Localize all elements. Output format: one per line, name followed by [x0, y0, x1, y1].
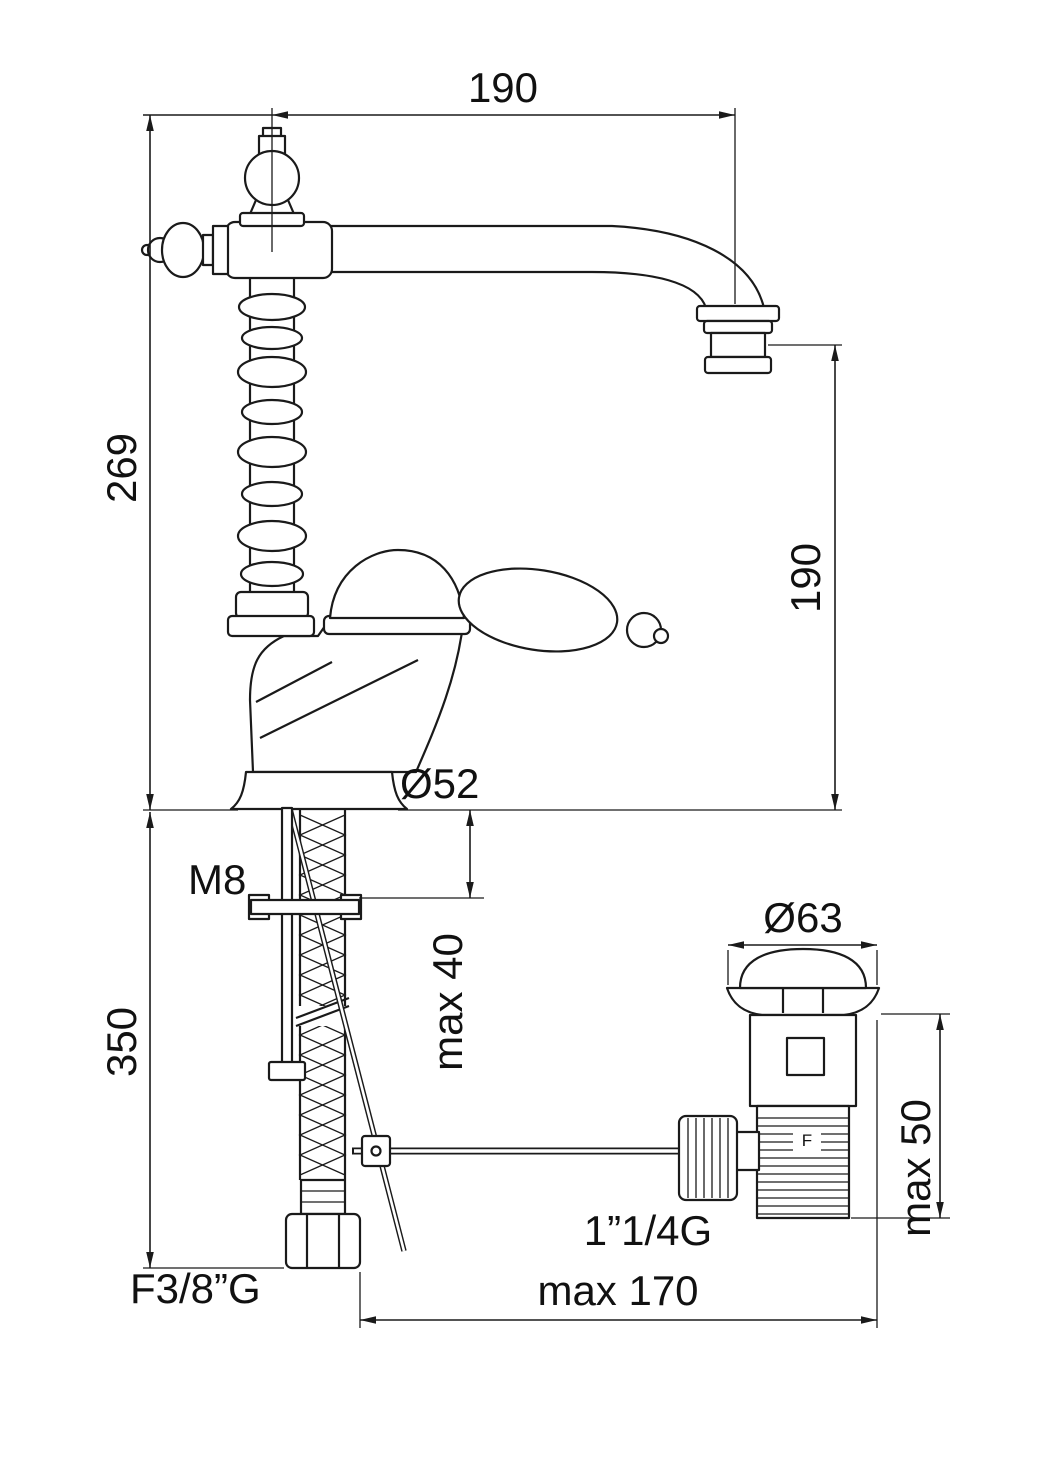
faucet-body	[248, 614, 466, 774]
dimension-layer: 190 269 190 Ø52 M8 350 max 40 Ø63 1”1/4G…	[98, 64, 950, 1328]
column	[226, 274, 316, 638]
mounting-bracket	[247, 893, 363, 921]
dim-label-total-height: 269	[98, 433, 145, 503]
waste-tail	[755, 1104, 851, 1220]
cartridge-dome	[322, 548, 472, 636]
knurled-nut	[677, 1114, 739, 1202]
dim-label-spout-reach: 190	[468, 64, 538, 111]
faucet-assembly	[140, 126, 781, 811]
linkage-rod	[352, 1134, 681, 1168]
dim-label-deck-thickness: max 40	[424, 933, 471, 1071]
supply-hose	[295, 808, 350, 1180]
dim-label-waste-thread: 1”1/4G	[584, 1207, 712, 1254]
dim-label-supply-thread: F3/8”G	[130, 1265, 261, 1312]
dim-label-fixing-stud: M8	[188, 856, 246, 903]
cross-body	[224, 220, 334, 280]
hose-nut	[284, 1178, 362, 1270]
fixing-stud	[267, 806, 307, 1082]
dim-label-waste-flange-diameter: Ø63	[763, 894, 842, 941]
waste-nut-bridge	[733, 1130, 761, 1172]
lever-handle	[457, 567, 670, 653]
left-arm-knob	[140, 221, 230, 279]
pop-up-waste-assembly	[677, 947, 881, 1220]
spout	[328, 224, 781, 375]
dim-label-base-diameter: Ø52	[400, 760, 479, 807]
dim-label-drain-offset: max 170	[537, 1267, 698, 1314]
waste-slot	[785, 1036, 826, 1077]
pop-up-rod	[287, 808, 407, 1252]
waste-mark-letter: F	[802, 1131, 812, 1150]
dim-label-waste-deck-thickness: max 50	[892, 1099, 939, 1237]
waste-flange	[725, 986, 881, 1017]
faucet-base	[229, 770, 409, 811]
waste-plug-cap	[738, 947, 868, 990]
below-deck-assembly	[247, 806, 681, 1270]
dim-label-hose-length: 350	[98, 1007, 145, 1077]
dim-label-spout-height: 190	[782, 543, 829, 613]
